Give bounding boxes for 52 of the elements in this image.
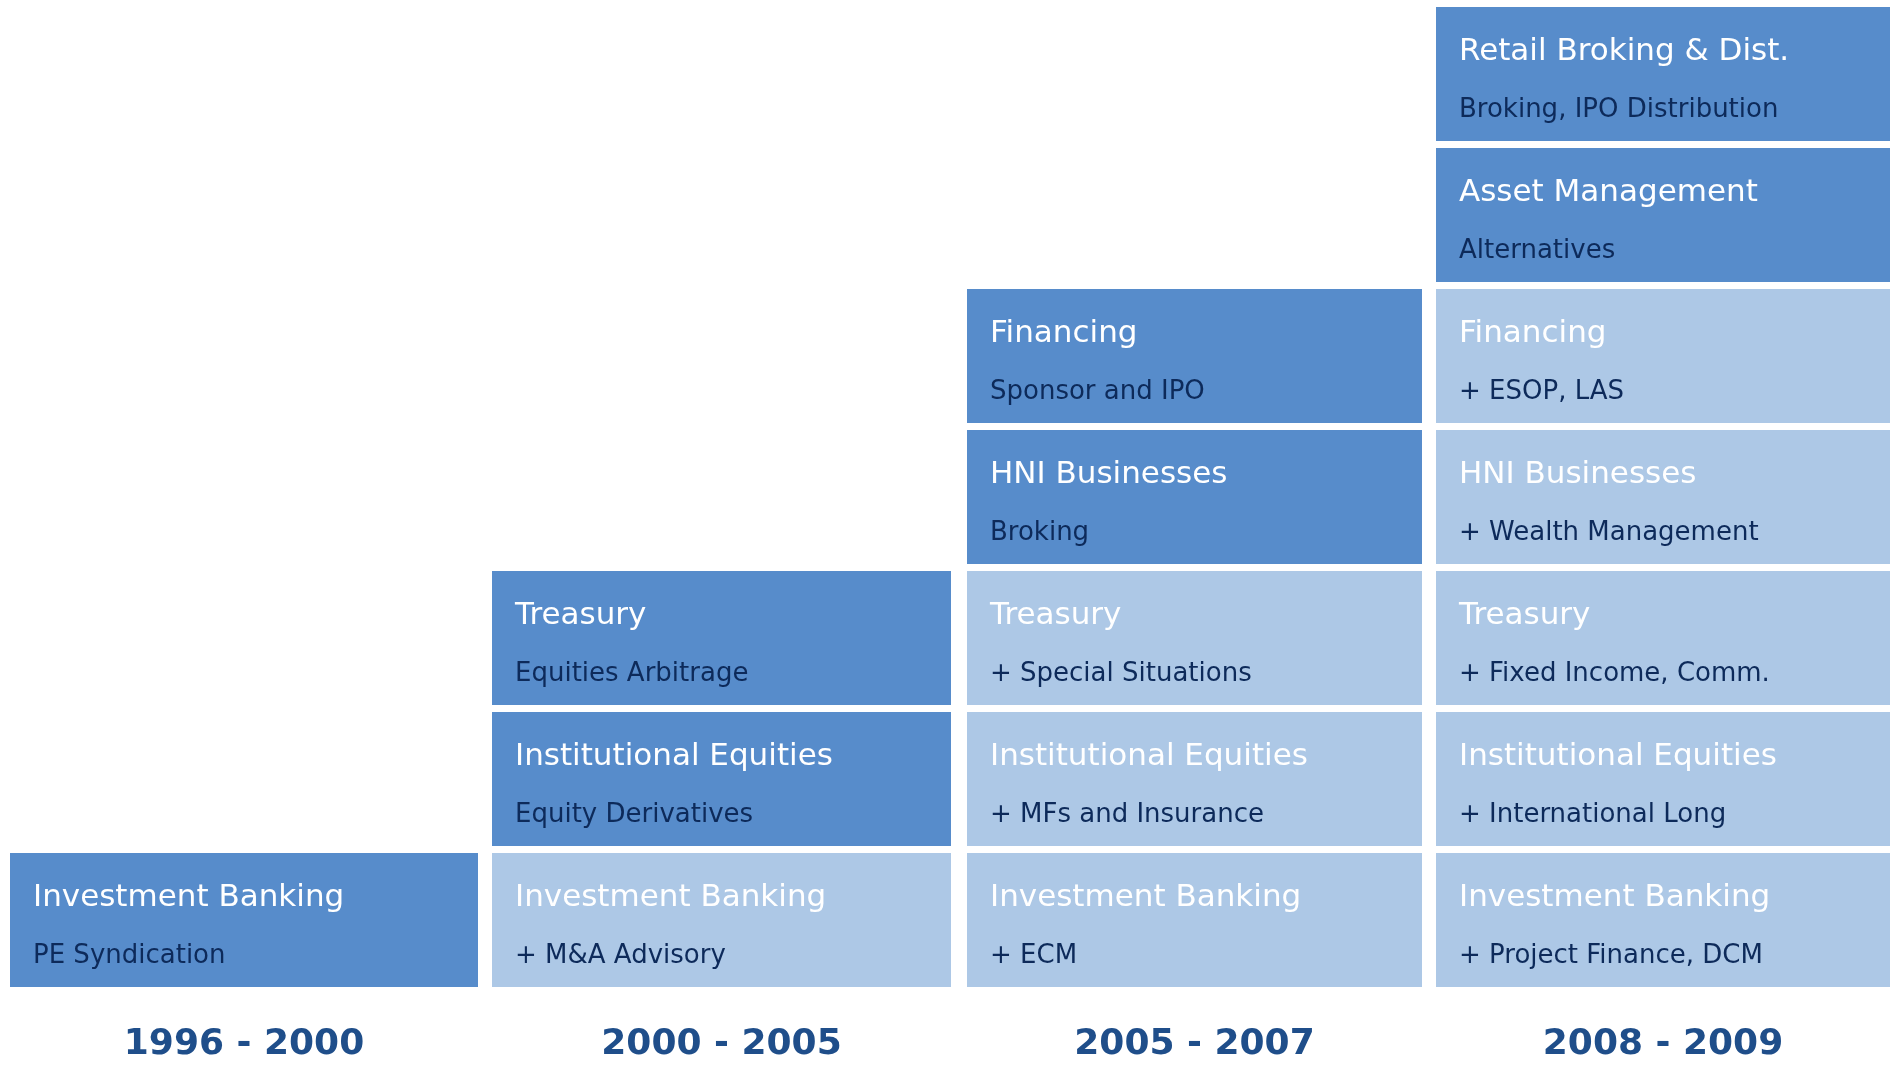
segment-title: Investment Banking: [33, 876, 346, 915]
segment-box: [1436, 430, 1890, 564]
segment-box: [967, 712, 1422, 846]
segment-detail: Sponsor and IPO: [990, 374, 1206, 407]
segment-detail: + Project Finance, DCM: [1459, 938, 1764, 971]
segment-title: Financing: [990, 312, 1139, 351]
segment-title: Investment Banking: [1459, 876, 1772, 915]
segment-title: Institutional Equities: [990, 735, 1309, 774]
period-label: 2000 - 2005: [601, 1020, 842, 1064]
segment-title: Investment Banking: [990, 876, 1303, 915]
segment-detail: Alternatives: [1459, 233, 1617, 266]
segment-title: HNI Businesses: [990, 453, 1229, 492]
segment-title: Institutional Equities: [515, 735, 834, 774]
segment-detail: + ECM: [990, 938, 1079, 971]
segment-box: [967, 430, 1422, 564]
segment-box: [967, 571, 1422, 705]
segment-detail: + MFs and Insurance: [990, 797, 1265, 830]
segment-detail: + ESOP, LAS: [1459, 374, 1626, 407]
segment-box: [967, 289, 1422, 423]
segment-box: [1436, 712, 1890, 846]
segment-detail: + Special Situations: [990, 656, 1253, 689]
segment-box: [1436, 289, 1890, 423]
segment-box: [492, 853, 951, 987]
segment-box: [1436, 148, 1890, 282]
segment-box: [1436, 571, 1890, 705]
segment-title: Treasury: [990, 594, 1123, 633]
segment-detail: Equities Arbitrage: [515, 656, 750, 689]
segment-box: [10, 853, 478, 987]
segment-box: [967, 853, 1422, 987]
segment-box: [492, 571, 951, 705]
segment-box: [1436, 7, 1890, 141]
segment-title: Asset Management: [1459, 171, 1759, 210]
segment-title: Treasury: [1459, 594, 1592, 633]
segment-title: Treasury: [515, 594, 648, 633]
period-label: 1996 - 2000: [123, 1020, 365, 1064]
segment-title: Retail Broking & Dist.: [1459, 30, 1791, 69]
segment-box: [492, 712, 951, 846]
period-label: 2005 - 2007: [1074, 1020, 1315, 1064]
segment-detail: Broking: [990, 515, 1091, 548]
segment-detail: + International Long: [1459, 797, 1728, 830]
segment-detail: + M&A Advisory: [515, 938, 727, 971]
segment-title: Investment Banking: [515, 876, 828, 915]
segment-detail: Equity Derivatives: [515, 797, 755, 830]
segment-box: [1436, 853, 1890, 987]
segment-title: HNI Businesses: [1459, 453, 1698, 492]
segment-detail: + Fixed Income, Comm.: [1459, 656, 1771, 689]
segment-detail: + Wealth Management: [1459, 515, 1760, 548]
period-label: 2008 - 2009: [1542, 1020, 1784, 1064]
segment-title: Financing: [1459, 312, 1608, 351]
segment-detail: PE Syndication: [33, 938, 227, 971]
segment-title: Institutional Equities: [1459, 735, 1778, 774]
segment-detail: Broking, IPO Distribution: [1459, 92, 1780, 125]
